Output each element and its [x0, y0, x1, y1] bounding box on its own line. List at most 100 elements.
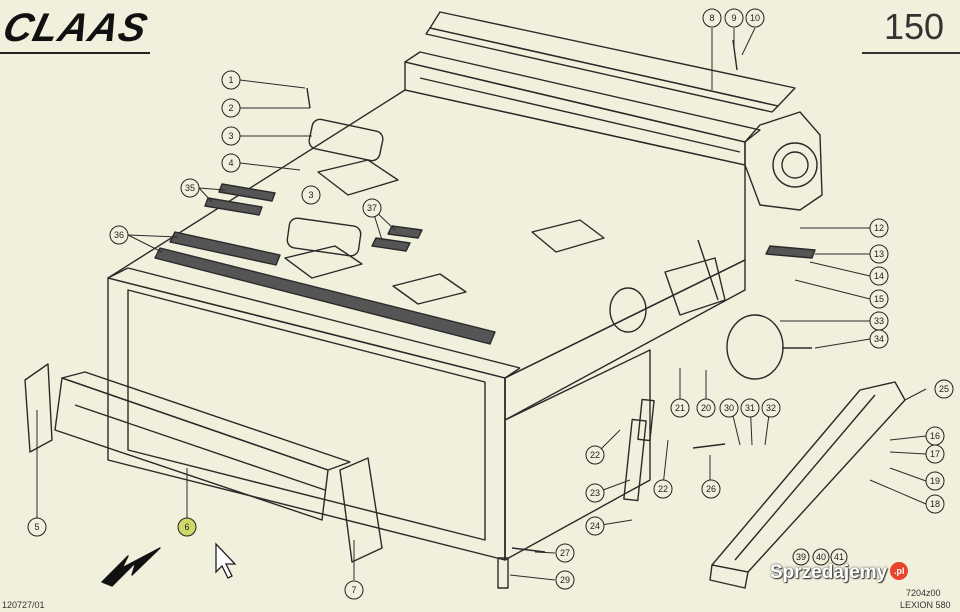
- svg-text:22: 22: [590, 450, 600, 460]
- svg-text:41: 41: [834, 552, 844, 562]
- svg-text:21: 21: [675, 403, 685, 413]
- seal-strips: [154, 183, 816, 345]
- callout-27: 27: [555, 543, 575, 563]
- svg-text:4: 4: [228, 158, 233, 168]
- callout-39: 39: [792, 548, 810, 566]
- svg-text:3: 3: [228, 131, 233, 141]
- watermark: Sprzedajemy.pl: [770, 562, 909, 584]
- svg-text:32: 32: [766, 403, 776, 413]
- callout-36: 36: [109, 225, 129, 245]
- svg-text:40: 40: [816, 552, 826, 562]
- callout-15: 15: [869, 289, 889, 309]
- leader-lines: [36, 27, 927, 581]
- callout-7: 7: [344, 580, 364, 600]
- callout-26: 26: [701, 479, 721, 499]
- callout-9: 9: [724, 8, 744, 28]
- callout-29: 29: [555, 570, 575, 590]
- svg-text:19: 19: [930, 476, 940, 486]
- drawing-code-left: 120727/01: [2, 600, 45, 610]
- svg-text:29: 29: [560, 575, 570, 585]
- callout-6: 6: [177, 517, 197, 537]
- callout-10: 10: [745, 8, 765, 28]
- callout-25: 25: [934, 379, 954, 399]
- callout-22a: 22: [585, 445, 605, 465]
- callout-13: 13: [869, 244, 889, 264]
- header-rule-right: [862, 52, 960, 54]
- svg-text:15: 15: [874, 294, 884, 304]
- svg-text:17: 17: [930, 449, 940, 459]
- header-rule-left: [0, 52, 150, 54]
- callout-22b: 22: [653, 479, 673, 499]
- callout-35: 35: [180, 178, 200, 198]
- callout-32: 32: [761, 398, 781, 418]
- svg-text:10: 10: [750, 13, 760, 23]
- side-bracket-left: [24, 363, 53, 453]
- front-beam: [54, 371, 351, 521]
- callout-24: 24: [585, 516, 605, 536]
- svg-text:33: 33: [874, 316, 884, 326]
- svg-text:22: 22: [658, 484, 668, 494]
- svg-text:7: 7: [351, 585, 356, 595]
- svg-text:13: 13: [874, 249, 884, 259]
- svg-text:14: 14: [874, 271, 884, 281]
- callout-labels: 1 2 3 3 4 5 6 7 8 9 10 12 13 14 15 16 17…: [27, 8, 954, 600]
- hatch-openings: [284, 118, 605, 305]
- side-bracket-right: [339, 457, 383, 563]
- round-cover: [609, 287, 784, 380]
- callout-12: 12: [869, 218, 889, 238]
- callout-8: 8: [702, 8, 722, 28]
- svg-text:8: 8: [709, 13, 714, 23]
- page-number: 150: [884, 6, 945, 47]
- front-frame: [107, 267, 521, 561]
- svg-text:1: 1: [228, 75, 233, 85]
- callout-30: 30: [719, 398, 739, 418]
- callout-5: 5: [27, 517, 47, 537]
- end-housing: [744, 111, 823, 211]
- callout-3b: 3: [301, 185, 321, 205]
- svg-text:12: 12: [874, 223, 884, 233]
- callout-20: 20: [696, 398, 716, 418]
- svg-text:27: 27: [560, 548, 570, 558]
- svg-text:9: 9: [731, 13, 736, 23]
- svg-text:35: 35: [185, 183, 195, 193]
- svg-text:37: 37: [367, 203, 377, 213]
- deflector-plate: [664, 239, 726, 316]
- mouse-cursor-icon: [215, 542, 237, 579]
- watermark-text: Sprzedajemy: [770, 562, 888, 583]
- top-cover-rail: [425, 11, 796, 113]
- direction-arrow: [101, 547, 161, 587]
- svg-text:3: 3: [308, 190, 313, 200]
- svg-text:30: 30: [724, 403, 734, 413]
- callout-4: 4: [221, 153, 241, 173]
- svg-text:18: 18: [930, 499, 940, 509]
- callout-19: 19: [925, 471, 945, 491]
- svg-text:39: 39: [796, 552, 806, 562]
- svg-text:6: 6: [184, 522, 189, 532]
- watermark-badge: .pl: [890, 562, 909, 580]
- callout-23: 23: [585, 483, 605, 503]
- svg-text:25: 25: [939, 384, 949, 394]
- svg-text:5: 5: [34, 522, 39, 532]
- callout-41: 41: [830, 548, 848, 566]
- callout-17: 17: [925, 444, 945, 464]
- svg-text:26: 26: [706, 484, 716, 494]
- callout-14: 14: [869, 266, 889, 286]
- swing-arm: [709, 381, 906, 589]
- callout-2: 2: [221, 98, 241, 118]
- svg-text:34: 34: [874, 334, 884, 344]
- callout-34: 34: [869, 329, 889, 349]
- svg-text:36: 36: [114, 230, 124, 240]
- callout-40: 40: [812, 548, 830, 566]
- hydraulic-cylinder: [623, 398, 655, 502]
- svg-text:16: 16: [930, 431, 940, 441]
- callout-16: 16: [925, 426, 945, 446]
- callout-18: 18: [925, 494, 945, 514]
- svg-text:23: 23: [590, 488, 600, 498]
- model-label: LEXION 580: [900, 600, 951, 610]
- callout-31: 31: [740, 398, 760, 418]
- callout-21: 21: [670, 398, 690, 418]
- callout-3a: 3: [221, 126, 241, 146]
- svg-text:2: 2: [228, 103, 233, 113]
